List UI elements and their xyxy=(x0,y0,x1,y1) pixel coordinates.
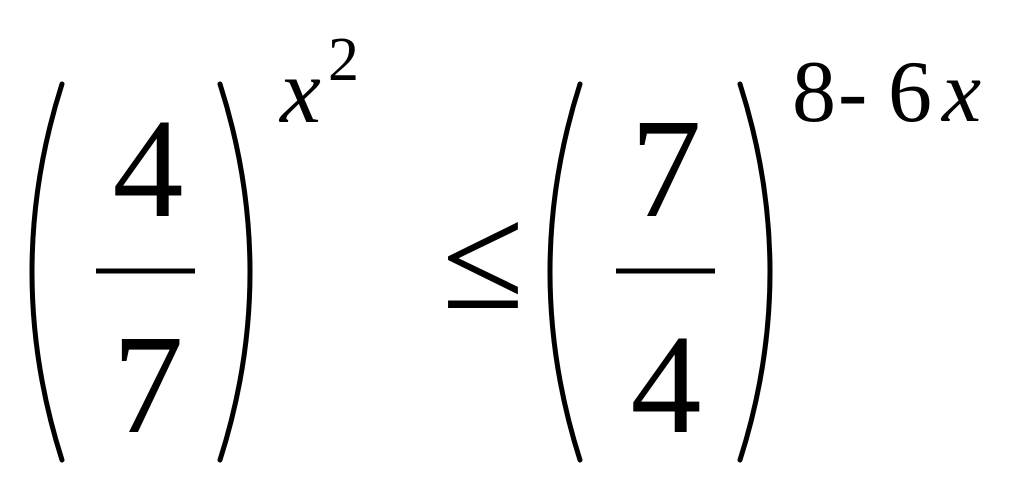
right-open-paren xyxy=(547,81,583,463)
left-open-paren xyxy=(29,81,65,463)
right-exponent-constant: 8 xyxy=(792,44,836,141)
right-denominator: 4 xyxy=(631,305,702,463)
right-exponent-variable: x xyxy=(940,44,981,141)
right-exponent-operator: - xyxy=(838,44,867,141)
right-exponent-coefficient: 6 xyxy=(888,44,932,141)
relation-symbol: ≤ xyxy=(442,175,524,341)
right-factor: 7 4 8 - 6 x xyxy=(547,44,981,463)
left-close-paren xyxy=(217,81,253,463)
right-numerator: 7 xyxy=(631,89,702,247)
left-factor: 4 7 x 2 xyxy=(29,26,359,463)
right-close-paren xyxy=(737,81,773,463)
left-exponent-base: x xyxy=(278,40,321,142)
left-numerator: 4 xyxy=(113,89,184,247)
left-denominator: 7 xyxy=(113,305,184,463)
left-exponent-power: 2 xyxy=(328,26,359,94)
